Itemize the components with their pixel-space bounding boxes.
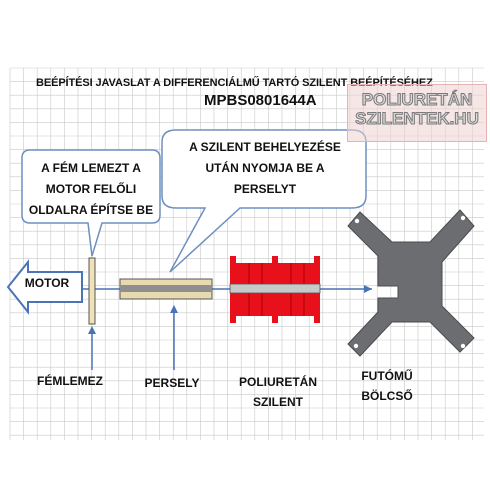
polyurethane-bushing: [229, 256, 321, 323]
title-line-1: BEÉPÍTÉSI JAVASLAT A DIFFERENCIÁLMŰ TART…: [36, 77, 433, 89]
callout-bubble-1: [21, 149, 161, 257]
callout-1-line: OLDALRA ÉPÍTSE BE: [28, 203, 154, 217]
callout-1-line: MOTOR FELŐLI: [45, 182, 137, 196]
label-polyurethane-line: SZILENT: [253, 395, 303, 409]
watermark-line-2: SZILENTEK.HU: [355, 109, 480, 128]
label-cradle-line: FUTÓMŰ: [361, 369, 413, 383]
callout-1-text: A FÉM LEMEZT A MOTOR FELŐLI OLDALRA ÉPÍT…: [22, 158, 160, 221]
label-polyurethane-line: POLIURETÁN: [239, 375, 317, 389]
label-cradle-line: BÖLCSŐ: [361, 389, 413, 403]
subframe-cradle: [347, 209, 475, 357]
axis-arrowhead: [364, 285, 372, 293]
callout-1-line: A FÉM LEMEZT A: [41, 161, 141, 175]
label-metal-plate-line: FÉMLEMEZ: [37, 374, 103, 388]
watermark-logo: POLIURETÁN SZILENTEK.HU: [347, 84, 487, 142]
callout-2-text: A SZILENT BEHELYEZÉSE UTÁN NYOMJA BE A P…: [166, 137, 364, 200]
callout-bubble-2: [161, 129, 367, 273]
motor-label: MOTOR: [24, 276, 70, 290]
metal-plate: [88, 257, 96, 325]
label-sleeve-line: PERSELY: [144, 376, 200, 390]
callout-2-line: UTÁN NYOMJA BE A: [205, 161, 325, 175]
label-cradle: FUTÓMŰ BÖLCSŐ: [347, 366, 427, 406]
label-sleeve: PERSELY: [137, 373, 207, 393]
label-polyurethane-bushing: POLIURETÁN SZILENT: [228, 372, 328, 412]
sleeve-bore: [120, 285, 212, 292]
label-pointers: [88, 305, 178, 370]
title-line-2: MPBS0801644A: [204, 92, 317, 109]
callout-2-line: PERSELYT: [233, 182, 297, 196]
watermark-line-1: POLIURETÁN: [361, 90, 473, 109]
label-metal-plate: FÉMLEMEZ: [25, 371, 115, 391]
motor-arrow: [6, 259, 83, 315]
callout-2-line: A SZILENT BEHELYEZÉSE: [189, 140, 341, 154]
